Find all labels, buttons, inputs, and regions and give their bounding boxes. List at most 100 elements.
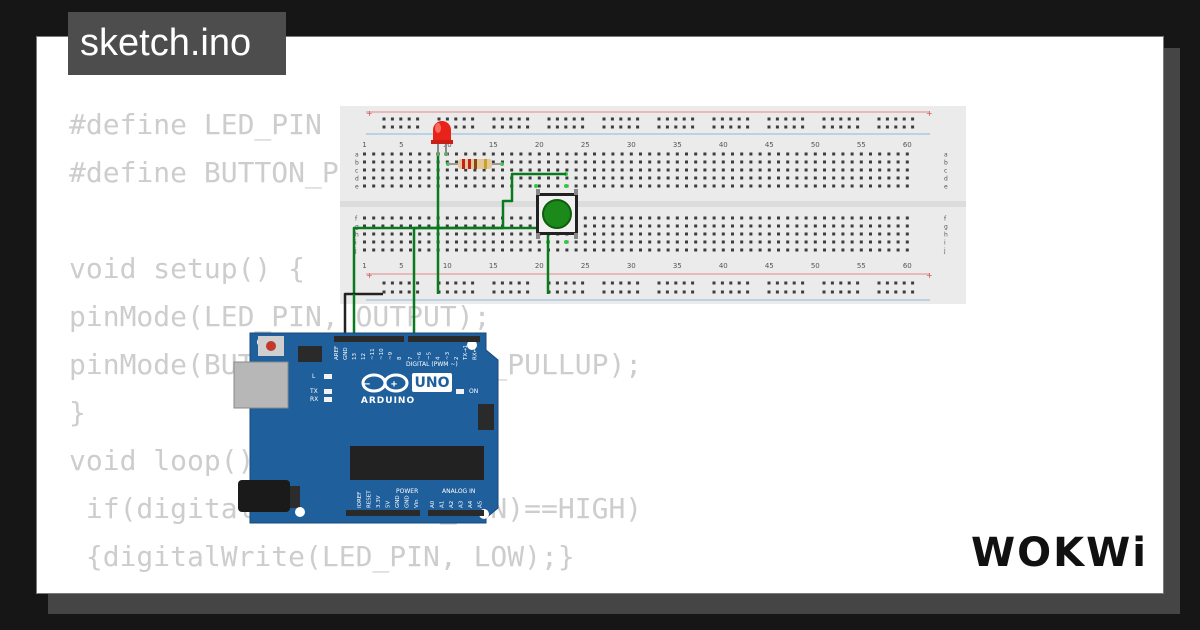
bb-col-label: 15 [489, 262, 498, 270]
uno-pin-label: IOREF [357, 492, 363, 508]
bb-col-label: 1 [362, 262, 366, 270]
uno-pin-label: A3 [459, 500, 465, 508]
bb-col-label: 35 [673, 141, 682, 149]
file-tab[interactable]: sketch.ino [68, 12, 286, 75]
bb-col-label: 15 [489, 141, 498, 149]
bb-col-label: 50 [811, 262, 820, 270]
bb-col-label: 30 [627, 262, 636, 270]
uno-pin-label: TX→1 [463, 345, 469, 361]
resistor[interactable] [448, 159, 502, 169]
led[interactable] [431, 121, 453, 156]
svg-text:+: + [926, 109, 933, 118]
code-line: } [69, 396, 86, 429]
uno-pin-label: 5V [386, 501, 392, 508]
bb-row-label: d [944, 176, 948, 183]
rx-label: RX [310, 396, 318, 403]
code-line: void setup() { [69, 252, 306, 285]
code-line: {digitalWrite(LED_PIN, LOW);} [69, 540, 575, 573]
on-led-label: ON [469, 388, 478, 395]
code-line: else { [69, 581, 642, 593]
wokwi-logo: WOKWi [971, 530, 1148, 576]
uno-pin-label: RESET [367, 490, 373, 508]
bb-row-label: f [944, 216, 947, 223]
arduino-brand: ARDUINO [361, 396, 415, 406]
digital-header-label: DIGITAL (PWM ~) [406, 361, 458, 368]
arduino-infinity-logo [361, 373, 409, 393]
bb-col-label: 60 [903, 262, 912, 270]
uno-pin-label: A0 [430, 500, 436, 508]
bb-col-label: 40 [719, 262, 728, 270]
bb-col-label: 45 [765, 141, 774, 149]
bb-row-label: b [355, 160, 359, 167]
bb-col-label: 5 [399, 262, 403, 270]
bb-col-label: 30 [627, 141, 636, 149]
tx-label: TX [309, 388, 318, 395]
bb-col-label: 45 [765, 262, 774, 270]
uno-pin-label: 3.3V [376, 495, 382, 508]
pushbutton[interactable] [536, 189, 578, 239]
uno-pin-label: A4 [468, 500, 474, 508]
bb-col-label: 60 [903, 141, 912, 149]
bb-col-label: 55 [857, 141, 866, 149]
bb-col-label: 50 [811, 141, 820, 149]
bb-col-label: 10 [443, 262, 452, 270]
svg-text:+: + [366, 109, 373, 118]
uno-pin-label: ~11 [370, 348, 376, 360]
power-header-label: POWER [396, 488, 418, 495]
svg-text:+: + [926, 271, 933, 280]
uno-pin-label: ~5 [426, 351, 432, 360]
bb-col-label: 1 [362, 141, 366, 149]
uno-pin-label: ~3 [445, 351, 451, 360]
uno-pin-label: 2 [454, 357, 460, 361]
uno-label: UNO [415, 375, 450, 391]
bb-row-label: f [355, 216, 358, 223]
uno-pin-label: 12 [361, 353, 367, 360]
bb-row-label: h [944, 232, 948, 239]
uno-pin-label: A2 [449, 501, 455, 508]
bb-row-label: h [355, 232, 359, 239]
uno-pin-label: A5 [478, 500, 484, 508]
uno-pin-label: 7 [408, 356, 414, 360]
bb-col-label: 5 [399, 141, 403, 149]
uno-pin-label: RX←0 [472, 344, 478, 360]
wire-gnd-black [343, 292, 383, 338]
analog-header-label: ANALOG IN [442, 488, 475, 495]
bb-row-label: g [944, 224, 948, 231]
bb-col-label: 25 [581, 141, 590, 149]
uno-pin-label: 13 [352, 353, 358, 360]
uno-pin-label: GND [395, 495, 401, 508]
bb-row-label: c [355, 168, 358, 175]
bb-row-label: i [355, 240, 357, 247]
uno-pin-label: ~9 [388, 351, 394, 360]
code-line: pinMode(LED_PIN, OUTPUT); [69, 300, 491, 333]
uno-pin-label: 4 [436, 356, 442, 360]
bb-row-label: a [944, 152, 948, 159]
uno-pin-label: ~10 [379, 348, 385, 360]
bb-row-label: j [354, 248, 357, 255]
bb-row-label: b [944, 160, 948, 167]
uno-pin-label: Vin [414, 499, 420, 508]
bb-col-label: 35 [673, 262, 682, 270]
bb-col-label: 20 [535, 262, 544, 270]
l-led-label: L [312, 373, 316, 380]
uno-pin-label: GND [405, 495, 411, 508]
uno-pin-label: AREF [334, 346, 340, 360]
bb-row-label: j [943, 248, 946, 255]
uno-pin-label: A1 [440, 501, 446, 508]
svg-text:−: − [364, 379, 370, 390]
bb-col-label: 20 [535, 141, 544, 149]
wire-button-to-led-resistor [352, 172, 566, 294]
bb-row-label: e [944, 184, 948, 191]
bb-col-label: 40 [719, 141, 728, 149]
svg-text:+: + [366, 271, 373, 280]
uno-pin-label: 8 [397, 356, 403, 360]
uno-pin-label: ~6 [417, 351, 423, 360]
svg-text:+: + [391, 379, 397, 390]
uno-pin-label: GND [343, 347, 349, 360]
bb-col-label: 25 [581, 262, 590, 270]
arduino-uno-board[interactable]: − + UNO ARDUINO L TX RX ON DIGITAL (PWM … [233, 332, 499, 524]
bb-row-label: c [944, 168, 947, 175]
bb-row-label: a [355, 152, 359, 159]
bb-row-label: i [944, 240, 946, 247]
